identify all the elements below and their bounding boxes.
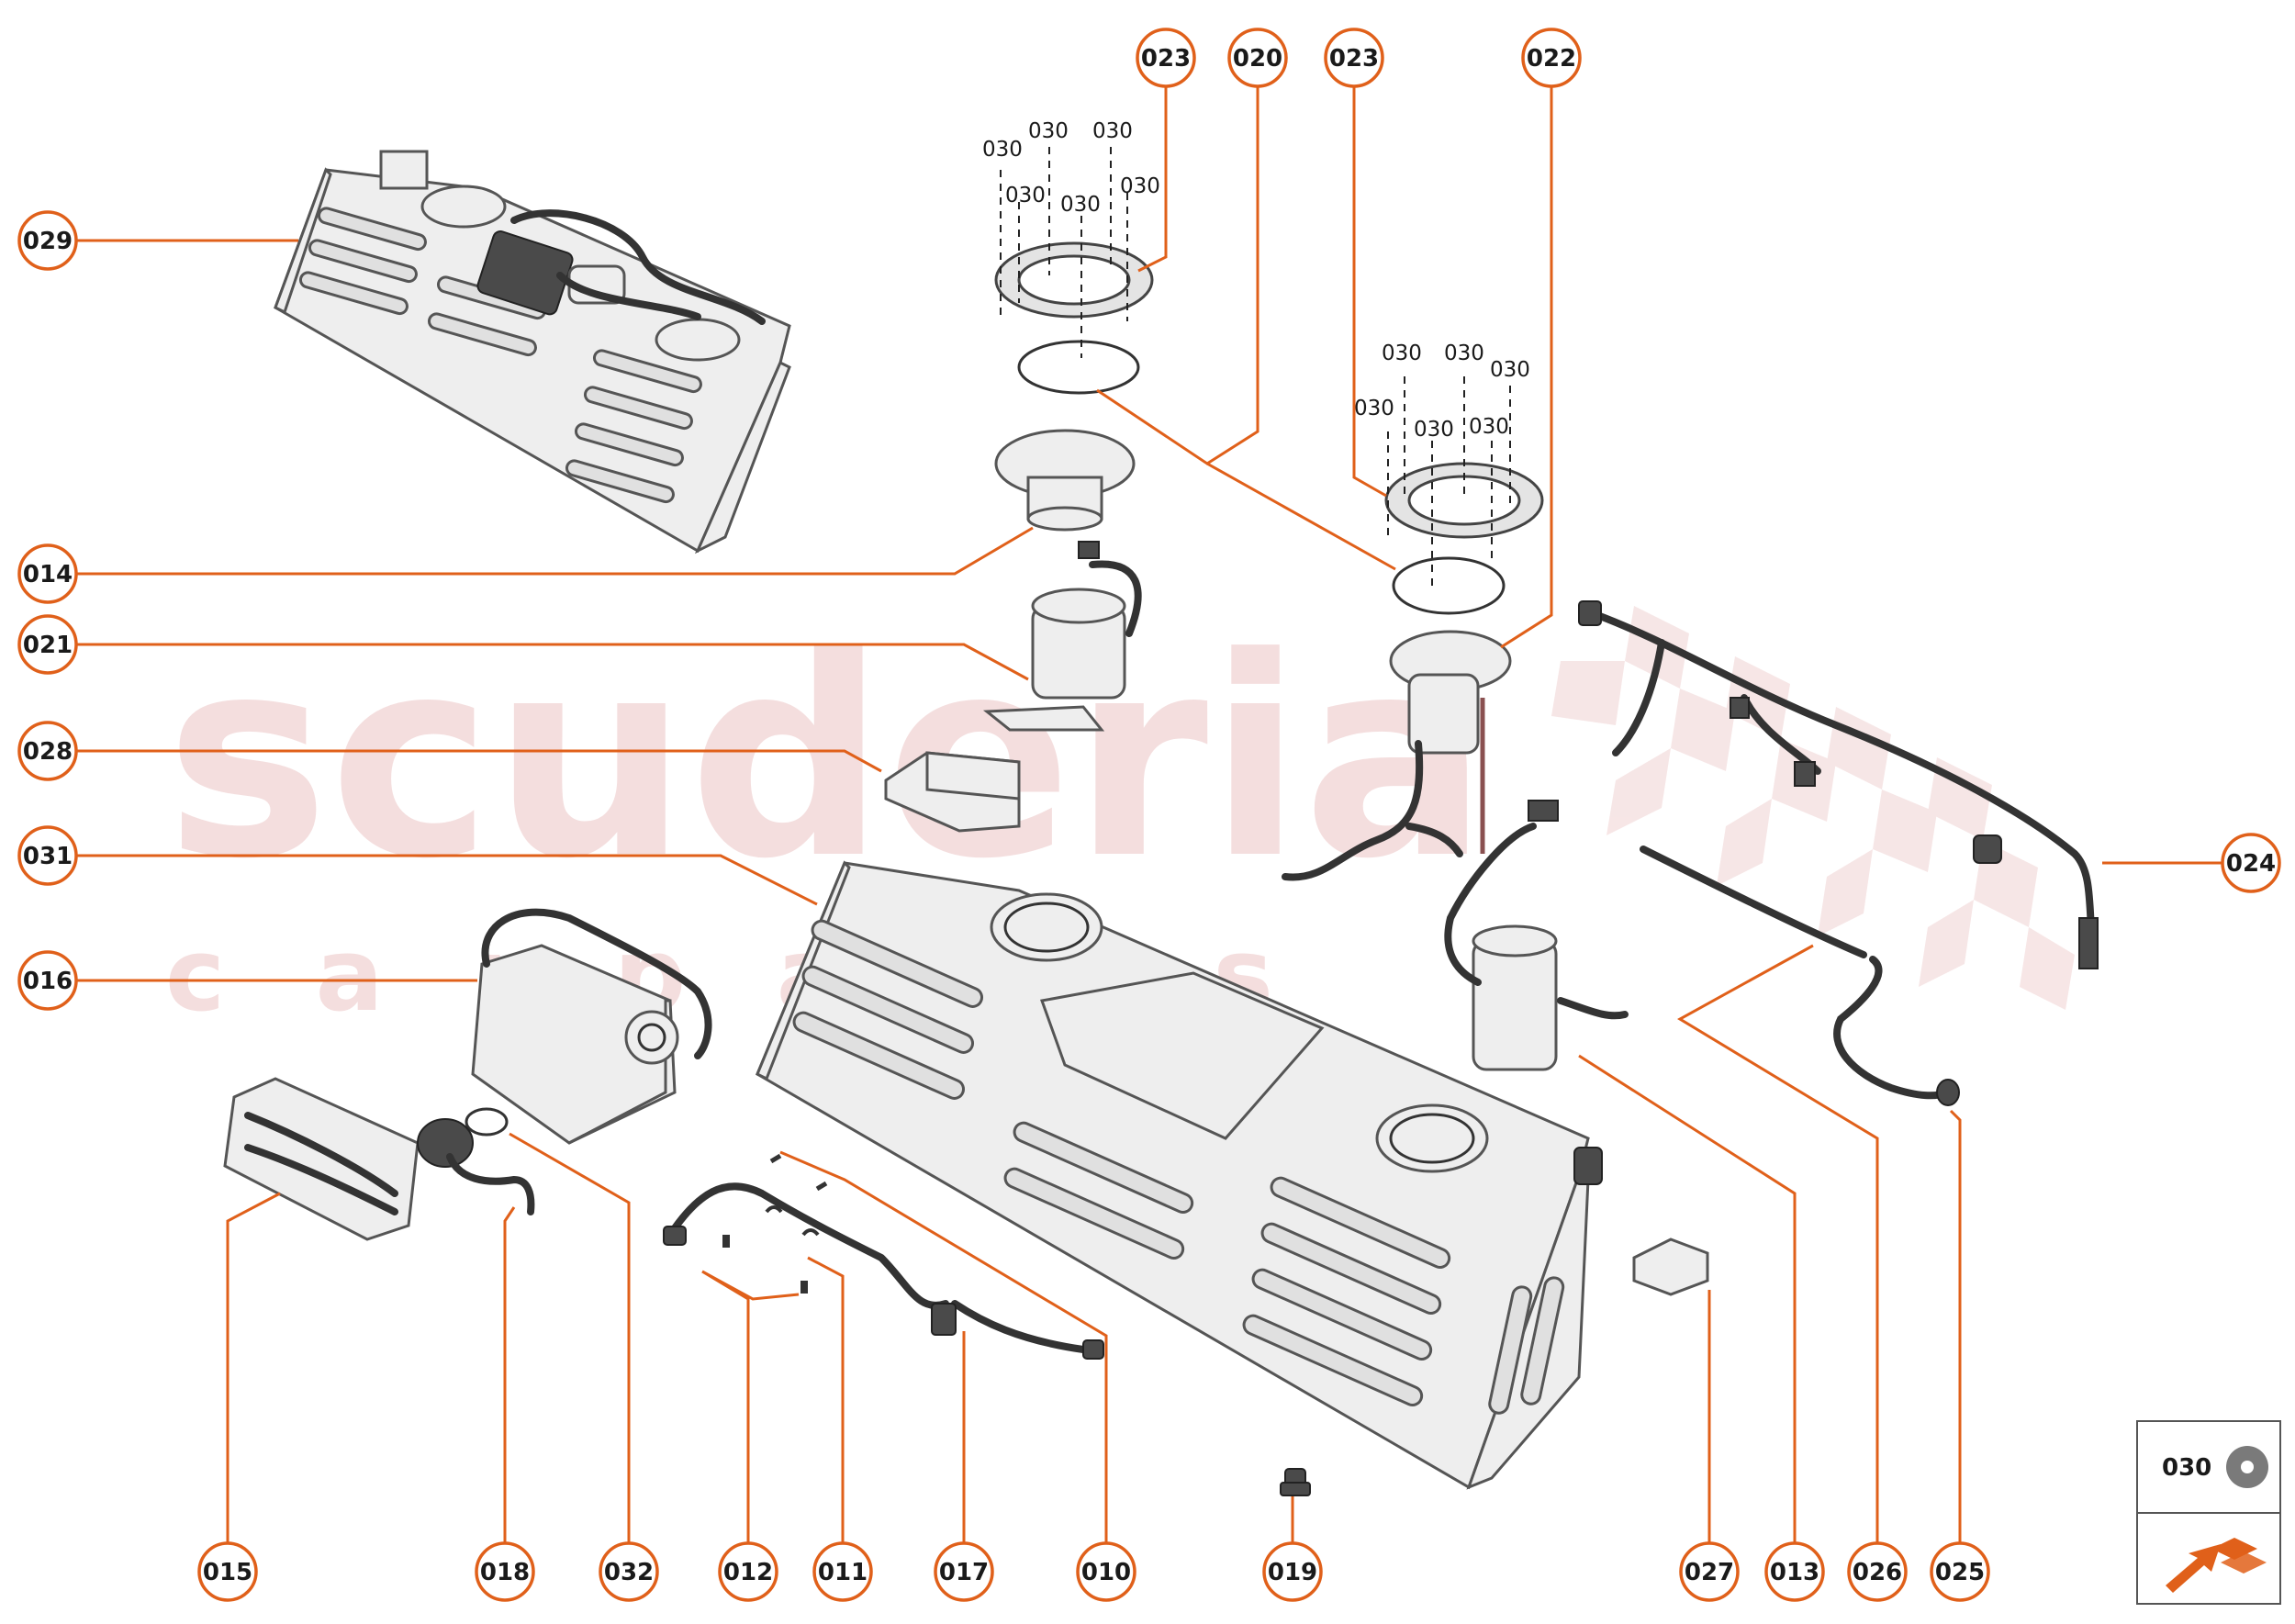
part-020-seal-ring-upper xyxy=(1017,340,1140,395)
part-029-tank-assembly xyxy=(274,150,791,554)
svg-text:021: 021 xyxy=(23,632,73,659)
part-013-pump-assembly xyxy=(1444,800,1629,1071)
callout-021[interactable]: 021 xyxy=(17,614,78,675)
svg-text:016: 016 xyxy=(23,968,73,995)
part-019-drain-plug xyxy=(1280,1468,1311,1496)
svg-text:030: 030 xyxy=(982,138,1023,162)
svg-text:017: 017 xyxy=(939,1559,989,1586)
callout-024[interactable]: 024 xyxy=(2221,833,2281,893)
callout-022[interactable]: 022 xyxy=(1521,28,1582,88)
part-023-retaining-ring-upper xyxy=(994,241,1154,319)
part-012-pins xyxy=(722,1235,808,1294)
svg-text:025: 025 xyxy=(1935,1559,1985,1586)
svg-text:010: 010 xyxy=(1081,1559,1131,1586)
part-seal-ring-lower xyxy=(1392,556,1506,615)
screw-dashes-lower xyxy=(1387,376,1511,588)
svg-text:030: 030 xyxy=(1060,193,1101,217)
svg-text:012: 012 xyxy=(723,1559,773,1586)
part-027-cover-cap xyxy=(1632,1238,1709,1296)
part-010-fuel-line xyxy=(663,1182,1104,1360)
next-page-arrow-icon[interactable] xyxy=(2147,1521,2272,1598)
callout-019[interactable]: 019 xyxy=(1262,1541,1323,1602)
callout-014[interactable]: 014 xyxy=(17,543,78,604)
svg-text:030: 030 xyxy=(1414,418,1454,442)
callout-017[interactable]: 017 xyxy=(934,1541,994,1602)
svg-text:030: 030 xyxy=(1092,119,1133,143)
callout-012[interactable]: 012 xyxy=(718,1541,778,1602)
callout-023-lower[interactable]: 023 xyxy=(1324,28,1384,88)
legend-washer-row: 030 xyxy=(2138,1422,2279,1514)
screw-dashes-upper xyxy=(1000,147,1128,358)
watermark-brand: scuderia xyxy=(165,599,1488,919)
part-026-vent-hose xyxy=(1640,846,1867,958)
part-031-fuel-tank xyxy=(756,860,1603,1490)
part-032-o-ring xyxy=(465,1107,509,1137)
callout-016[interactable]: 016 xyxy=(17,950,78,1011)
leader-lines xyxy=(69,87,2226,1570)
svg-text:024: 024 xyxy=(2226,850,2276,878)
svg-text:022: 022 xyxy=(1527,45,1576,73)
svg-text:011: 011 xyxy=(818,1559,868,1586)
part-025-fuel-hose xyxy=(1833,956,1960,1106)
callout-031[interactable]: 031 xyxy=(17,825,78,886)
callout-020[interactable]: 020 xyxy=(1227,28,1288,88)
part-024-wiring-harness xyxy=(1578,600,2099,969)
checkered-flag-watermark xyxy=(1551,606,2075,1010)
washer-icon xyxy=(2226,1446,2268,1488)
part-021-fuel-pump xyxy=(982,541,1142,732)
svg-text:030: 030 xyxy=(1028,119,1069,143)
callout-018[interactable]: 018 xyxy=(475,1541,535,1602)
svg-text:030: 030 xyxy=(1469,415,1509,439)
callout-010[interactable]: 010 xyxy=(1076,1541,1136,1602)
part-028-bracket xyxy=(884,751,1021,833)
svg-text:014: 014 xyxy=(23,561,73,588)
callout-032[interactable]: 032 xyxy=(599,1541,659,1602)
svg-text:030: 030 xyxy=(1444,342,1484,365)
svg-text:032: 032 xyxy=(604,1559,654,1586)
svg-text:030: 030 xyxy=(1120,174,1160,198)
part-014-pump-flange xyxy=(994,429,1136,532)
svg-text:020: 020 xyxy=(1233,45,1282,73)
svg-text:027: 027 xyxy=(1685,1559,1734,1586)
part-022-fuel-pump-right xyxy=(1282,630,1512,881)
callout-015[interactable]: 015 xyxy=(197,1541,258,1602)
callout-013[interactable]: 013 xyxy=(1764,1541,1825,1602)
part-015-mounting-plate xyxy=(223,1077,420,1241)
svg-text:030: 030 xyxy=(1382,342,1422,365)
callout-011[interactable]: 011 xyxy=(812,1541,873,1602)
svg-text:013: 013 xyxy=(1770,1559,1819,1586)
callout-026[interactable]: 026 xyxy=(1847,1541,1908,1602)
svg-text:029: 029 xyxy=(23,228,73,255)
svg-text:023: 023 xyxy=(1329,45,1379,73)
svg-text:031: 031 xyxy=(23,843,73,870)
svg-text:028: 028 xyxy=(23,738,73,766)
svg-text:018: 018 xyxy=(480,1559,530,1586)
part-018-filler-neck xyxy=(417,1118,535,1215)
callout-025[interactable]: 025 xyxy=(1930,1541,1990,1602)
callout-027[interactable]: 027 xyxy=(1679,1541,1740,1602)
svg-text:019: 019 xyxy=(1268,1559,1317,1586)
svg-text:023: 023 xyxy=(1141,45,1191,73)
svg-text:026: 026 xyxy=(1853,1559,1902,1586)
screw-labels-lower: 030 030 030 030 030 030 xyxy=(1354,342,1530,442)
legend-part-number: 030 xyxy=(2162,1454,2212,1482)
screw-labels-upper: 030 030 030 030 030 030 xyxy=(982,119,1160,217)
svg-text:030: 030 xyxy=(1005,184,1046,207)
part-016-carbon-canister xyxy=(471,908,712,1145)
svg-text:030: 030 xyxy=(1490,358,1530,382)
svg-text:030: 030 xyxy=(1354,397,1394,420)
callout-028[interactable]: 028 xyxy=(17,721,78,781)
legend-box: 030 xyxy=(2136,1420,2281,1605)
callout-023-upper[interactable]: 023 xyxy=(1136,28,1196,88)
callout-029[interactable]: 029 xyxy=(17,210,78,271)
svg-text:015: 015 xyxy=(203,1559,252,1586)
part-011-clips xyxy=(765,1153,828,1237)
